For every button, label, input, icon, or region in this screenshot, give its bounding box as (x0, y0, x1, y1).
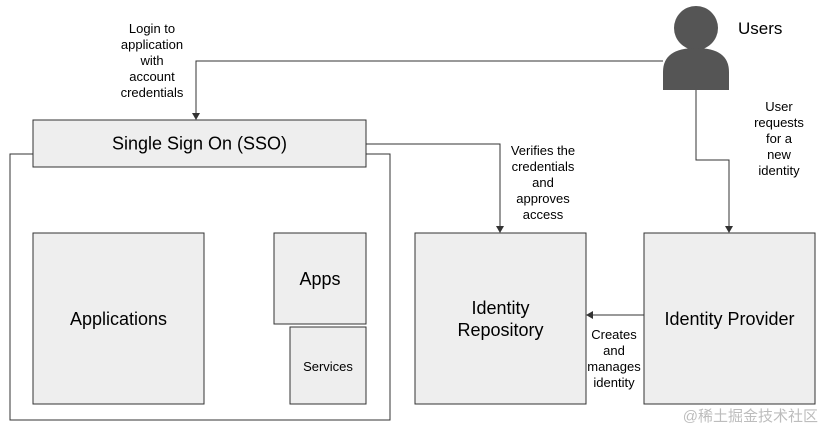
requests-annotation: User requests for a new identity (754, 99, 804, 178)
creates-annotation: Creates and manages identity (587, 327, 641, 390)
login-annotation-line2: application (121, 37, 183, 52)
services-box (289, 326, 367, 405)
requests-annotation-line4: new (767, 147, 791, 162)
requests-annotation-line5: identity (758, 163, 800, 178)
watermark-text: @稀土掘金技术社区 (683, 408, 818, 425)
login-annotation-line3: with (139, 53, 163, 68)
verifies-annotation-line5: access (523, 207, 564, 222)
verifies-annotation-line1: Verifies the (511, 143, 575, 158)
login-arrowhead (192, 113, 200, 120)
login-annotation-line1: Login to (129, 21, 175, 36)
verifies-annotation: Verifies the credentials and approves ac… (511, 143, 575, 222)
creates-annotation-line4: identity (593, 375, 635, 390)
users-label: Users (738, 19, 782, 38)
apps-box (273, 232, 367, 325)
sso-label: Single Sign On (SSO) (112, 134, 287, 154)
verify-arrowhead (496, 226, 504, 233)
request-arrowhead (725, 226, 733, 233)
verifies-annotation-line3: and (532, 175, 554, 190)
identity-repository-label-line2: Repository (457, 320, 543, 340)
creates-annotation-line1: Creates (591, 327, 637, 342)
applications-box (32, 232, 205, 405)
identity-provider-box (643, 232, 816, 405)
services-label: Services (303, 359, 353, 374)
sso-box (32, 119, 367, 168)
creates-annotation-line2: and (603, 343, 625, 358)
creates-arrowhead (586, 311, 593, 319)
requests-annotation-line2: requests (754, 115, 804, 130)
applications-label: Applications (70, 309, 167, 329)
requests-annotation-line3: for a (766, 131, 793, 146)
login-annotation: Login to application with account creden… (121, 21, 184, 100)
verifies-annotation-line2: credentials (512, 159, 575, 174)
identity-repository-label-line1: Identity (471, 298, 529, 318)
requests-annotation-line1: User (765, 99, 793, 114)
user-icon (663, 6, 729, 90)
creates-annotation-line3: manages (587, 359, 641, 374)
apps-label: Apps (299, 269, 340, 289)
verify-connector (366, 143, 501, 226)
request-connector (695, 90, 730, 226)
identity-repository-box (414, 232, 587, 405)
identity-provider-label: Identity Provider (664, 309, 794, 329)
verifies-annotation-line4: approves (516, 191, 570, 206)
login-annotation-line5: credentials (121, 85, 184, 100)
login-connector (195, 60, 663, 113)
login-annotation-line4: account (129, 69, 175, 84)
